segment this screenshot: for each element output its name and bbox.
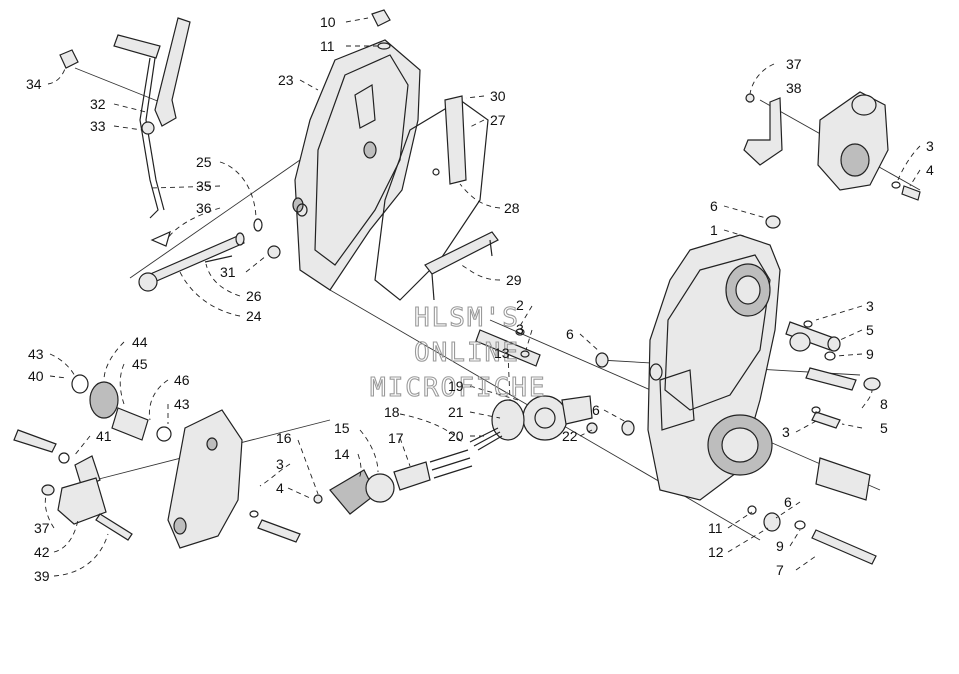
callout-label: 16	[276, 430, 292, 446]
callout-label: 6	[784, 494, 792, 510]
callout-label: 35	[196, 178, 212, 194]
callout-label: 42	[34, 544, 50, 560]
callout-label: 46	[174, 372, 190, 388]
callout-label: 15	[334, 420, 350, 436]
callout-label: 3	[866, 298, 874, 314]
watermark: HLSM'S ONLINE MICROFICHE	[369, 302, 547, 403]
callout-label: 4	[276, 480, 284, 496]
callout-label: 20	[448, 428, 464, 444]
callout-label: 10	[320, 14, 336, 30]
callout-label: 24	[246, 308, 262, 324]
callout-label: 6	[566, 326, 574, 342]
callout-label: 36	[196, 200, 212, 216]
callout-label: 9	[866, 346, 874, 362]
callout-label: 11	[320, 38, 335, 54]
callout-label: 11	[708, 520, 723, 536]
tensioner-assembly	[469, 328, 593, 451]
brake-lever-assembly	[59, 17, 191, 247]
left-bearing-assembly	[13, 374, 172, 541]
callout-label: 43	[28, 346, 44, 362]
brake-shaft	[138, 232, 245, 292]
callout-label: 4	[926, 162, 934, 178]
top-bolt	[371, 9, 391, 50]
callout-label: 5	[866, 322, 874, 338]
callout-label: 43	[174, 396, 190, 412]
lower-cover	[167, 409, 301, 549]
callout-label: 33	[90, 118, 106, 134]
callout-label: 37	[786, 56, 802, 72]
callout-label: 8	[880, 396, 888, 412]
bearing-bracket	[743, 91, 889, 191]
callout-label: 41	[96, 428, 112, 444]
callout-label: 34	[26, 76, 42, 92]
callout-label: 19	[448, 378, 464, 394]
callout-label: 3	[926, 138, 934, 154]
callout-label: 7	[776, 562, 784, 578]
chaincase-housing	[647, 234, 781, 501]
callout-label: 29	[506, 272, 522, 288]
callout-label: 23	[278, 72, 294, 88]
callout-label: 28	[504, 200, 520, 216]
callout-label: 17	[388, 430, 404, 446]
callout-label: 26	[246, 288, 262, 304]
callout-label: 45	[132, 356, 148, 372]
callout-label: 3	[276, 456, 284, 472]
callout-label: 5	[880, 420, 888, 436]
callout-label: 44	[132, 334, 148, 350]
callout-label: 3	[516, 321, 524, 337]
callout-label: 1	[710, 222, 718, 238]
hardware-left	[253, 168, 440, 259]
callout-label: 39	[34, 568, 50, 584]
callout-label: 9	[776, 538, 784, 554]
callout-label: 12	[708, 544, 724, 560]
callout-label: 37	[34, 520, 50, 536]
callout-label: 6	[710, 198, 718, 214]
watermark-line-1: HLSM'S	[414, 303, 520, 333]
callout-label: 14	[334, 446, 350, 462]
callout-label: 2	[516, 297, 524, 313]
callout-label: 40	[28, 368, 44, 384]
watermark-line-3: MICROFICHE	[370, 373, 547, 403]
callout-label: 38	[786, 80, 802, 96]
hardware-right	[586, 181, 921, 565]
callout-label: 25	[196, 154, 212, 170]
callout-label: 32	[90, 96, 106, 112]
callout-label: 21	[448, 404, 464, 420]
callout-label: 3	[782, 424, 790, 440]
leader-lines	[44, 17, 921, 577]
callout-labels: 10 11 23 30 27 28 29 34 32 33 25 35 36 3…	[26, 14, 934, 584]
callout-label: 6	[592, 402, 600, 418]
callout-label: 22	[562, 428, 578, 444]
callout-label: 27	[490, 112, 506, 128]
chaincase-cover	[292, 39, 421, 291]
callout-label: 30	[490, 88, 506, 104]
callout-label: 31	[220, 264, 236, 280]
cover-plate	[374, 95, 499, 301]
callout-label: 13	[494, 345, 510, 361]
callout-label: 18	[384, 404, 400, 420]
spring-assembly	[313, 449, 473, 515]
watermark-line-2: ONLINE	[414, 338, 520, 368]
